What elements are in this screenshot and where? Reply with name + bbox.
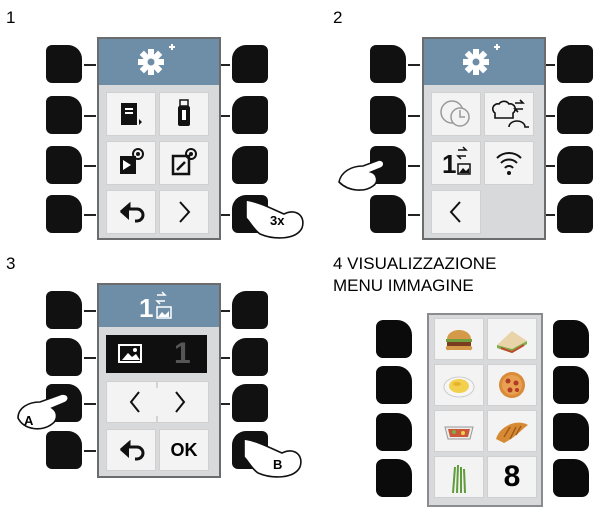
right-key-4[interactable] (553, 459, 589, 497)
right-key-3[interactable] (557, 146, 593, 184)
right-key-1[interactable] (557, 45, 593, 83)
usb-cell[interactable] (159, 92, 209, 136)
casserole-image (444, 426, 474, 440)
image-number-value: 8 (487, 456, 537, 498)
food-cell-casserole[interactable] (434, 410, 484, 452)
image-value-field[interactable]: 1 (106, 335, 207, 373)
asparagus-image (452, 464, 466, 494)
value-stepper[interactable] (106, 381, 209, 423)
right-key-3[interactable] (232, 384, 268, 422)
right-key-3[interactable] (553, 413, 589, 451)
left-key-4[interactable] (46, 195, 82, 233)
step-label-1: 1 (6, 8, 16, 27)
settings-plus-icon (138, 44, 175, 75)
image-number-icon: 1 (442, 146, 471, 179)
wifi-icon (496, 152, 522, 175)
prev-cell[interactable] (431, 190, 481, 234)
chevron-left-icon (449, 201, 461, 223)
right-key-1[interactable] (553, 320, 589, 358)
chevron-right-icon (179, 201, 191, 223)
chevron-left-icon (129, 391, 140, 413)
right-key-2[interactable] (553, 366, 589, 404)
left-key-2[interactable] (370, 96, 406, 134)
left-key-2[interactable] (46, 338, 82, 376)
step-label-3: 3 (6, 254, 16, 273)
pointing-hand-icon (245, 199, 304, 239)
image-number-icon: 1 (139, 291, 172, 323)
callout-b-label: B (273, 457, 283, 472)
picture-icon (118, 344, 142, 363)
image-menu-cell[interactable]: 1 (431, 141, 481, 185)
food-cell-pizza[interactable] (487, 364, 537, 406)
food-cell-asparagus[interactable] (434, 456, 484, 498)
svg-text:1: 1 (442, 149, 456, 179)
food-cell-croissant[interactable] (487, 410, 537, 452)
pointing-hand-icon (17, 393, 70, 430)
chevron-right-icon (175, 391, 186, 413)
left-key-3[interactable] (46, 146, 82, 184)
right-key-3[interactable] (232, 146, 268, 184)
step-label-2: 2 (333, 8, 343, 27)
screen-3-header: 1 (99, 285, 219, 327)
food-cell-burger[interactable] (434, 318, 484, 360)
screen-1-header (99, 39, 219, 85)
pointing-hand-icon (243, 438, 302, 478)
svg-text:1: 1 (139, 293, 153, 323)
left-key-1[interactable] (376, 320, 412, 358)
screen-2-header (424, 39, 544, 85)
sandwich-image (497, 331, 527, 354)
chef-swap-icon (492, 99, 529, 128)
clock-cell[interactable] (431, 92, 481, 136)
left-key-4[interactable] (46, 431, 82, 469)
export-settings-icon (171, 148, 197, 176)
pasta-image (443, 376, 475, 398)
left-key-1[interactable] (46, 45, 82, 83)
left-key-2[interactable] (376, 366, 412, 404)
next-cell[interactable] (159, 190, 209, 234)
back-cell[interactable] (106, 190, 156, 234)
usb-icon (178, 99, 190, 126)
left-key-2[interactable] (46, 96, 82, 134)
left-key-1[interactable] (46, 291, 82, 329)
step-label-4-title-1: 4 VISUALIZZAZIONE (333, 254, 497, 273)
left-key-4[interactable] (370, 195, 406, 233)
callout-a-label: A (24, 413, 34, 428)
export-cell[interactable] (159, 141, 209, 185)
ok-button[interactable]: OK (159, 429, 209, 471)
right-key-2[interactable] (557, 96, 593, 134)
back-arrow-icon (120, 439, 145, 461)
right-key-4[interactable] (557, 195, 593, 233)
import-cell[interactable] (106, 141, 156, 185)
pointing-hand-icon (338, 159, 385, 191)
import-settings-icon (120, 148, 144, 174)
book-cell[interactable] (106, 92, 156, 136)
croissant-image (496, 422, 528, 443)
right-key-1[interactable] (232, 291, 268, 329)
left-key-1[interactable] (370, 45, 406, 83)
right-key-1[interactable] (232, 45, 268, 83)
food-cell-sandwich[interactable] (487, 318, 537, 360)
left-key-3[interactable] (376, 413, 412, 451)
step-label-4-title-2: MENU IMMAGINE (333, 276, 474, 295)
chef-cell[interactable] (484, 92, 534, 136)
right-key-2[interactable] (232, 96, 268, 134)
book-icon (121, 103, 142, 125)
wifi-cell[interactable] (484, 141, 534, 185)
burger-image (445, 330, 473, 351)
left-key-4[interactable] (376, 459, 412, 497)
clock-icon (440, 100, 470, 127)
pizza-image (499, 372, 525, 398)
press-count-label: 3x (270, 213, 285, 228)
food-cell-pasta[interactable] (434, 364, 484, 406)
back-cell[interactable] (106, 429, 156, 471)
settings-plus-icon (463, 44, 500, 75)
image-number-value: 1 (174, 337, 191, 370)
back-arrow-icon (120, 201, 145, 223)
right-key-2[interactable] (232, 338, 268, 376)
